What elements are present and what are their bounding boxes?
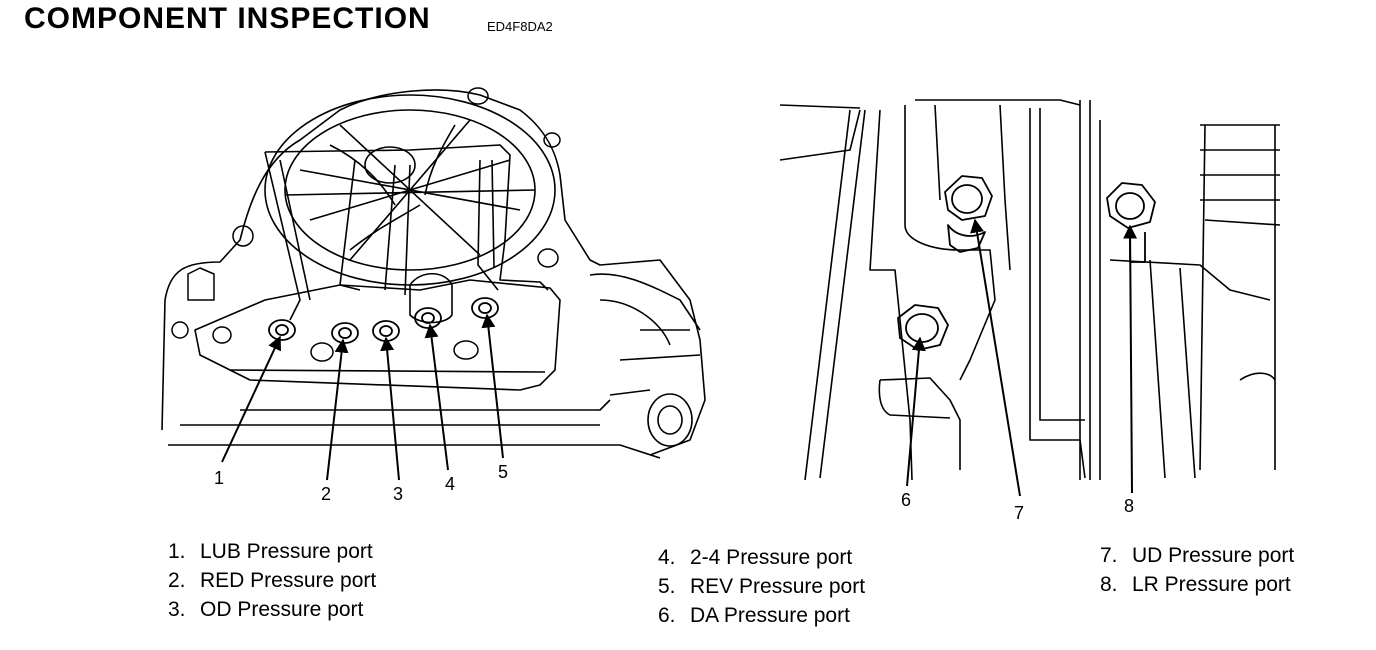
legend-item-1: 1.LUB Pressure port [168,540,373,563]
callout-7: 7 [1014,503,1025,523]
callout-5: 5 [498,462,509,482]
legend-item-8: 8.LR Pressure port [1100,573,1291,596]
legend-item-2: 2.RED Pressure port [168,569,377,592]
callout-1: 1 [214,468,225,488]
legend-column-3: 7.UD Pressure port 8.LR Pressure port [1100,541,1294,599]
legend-item-3: 3.OD Pressure port [168,598,364,621]
callout-4: 4 [445,474,456,494]
legend-item-4: 4.2-4 Pressure port [658,546,853,569]
document-code: ED4F8DA2 [487,19,553,34]
callout-6: 6 [901,490,912,510]
legend-item-6: 6.DA Pressure port [658,604,850,627]
page-title: COMPONENT INSPECTION [24,2,431,35]
callout-3: 3 [393,484,404,504]
legend-column-1: 1.LUB Pressure port 2.RED Pressure port … [168,537,376,624]
callout-2: 2 [321,484,332,504]
legend-item-7: 7.UD Pressure port [1100,544,1295,567]
legend-item-5: 5.REV Pressure port [658,575,866,598]
right-transaxle-drawing [779,99,1281,481]
left-valve-body-drawing [161,87,706,459]
legend-column-2: 4.2-4 Pressure port 5.REV Pressure port … [658,543,865,630]
callout-8: 8 [1124,496,1135,516]
